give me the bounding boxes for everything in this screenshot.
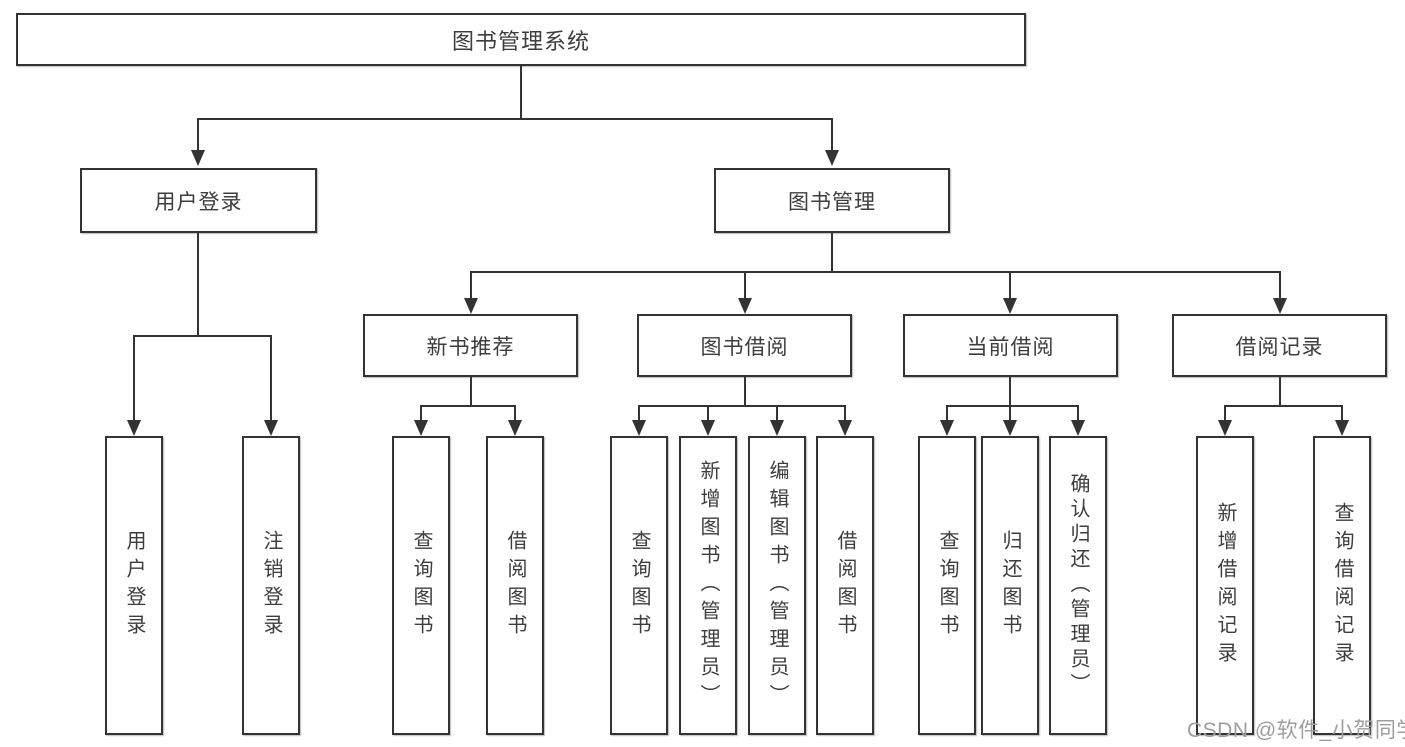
leaf-cb-return-books-label: 归还图书 [999, 529, 1021, 642]
leaf-bb-edit-books-label: 编辑图书（管理员） [766, 459, 788, 712]
leaf-bb-add-books: 新增图书（管理员） [679, 436, 737, 735]
arrowhead-cb-confirm [1071, 420, 1085, 436]
connector-drop-leaf-logout [270, 335, 272, 421]
connector-br-stub [1279, 377, 1281, 407]
arrowhead-current-borrow [1003, 298, 1017, 314]
connector-drop-br-add [1224, 405, 1226, 421]
node-user-login: 用户登录 [80, 168, 317, 233]
connector-drop-cb-confirm [1077, 405, 1079, 421]
leaf-rec-query-books: 查询图书 [392, 436, 450, 735]
connector-drop-borrow-records [1279, 271, 1281, 299]
node-current-borrow-label: 当前借阅 [966, 335, 1055, 359]
connector-rec-stub [470, 377, 472, 407]
connector-cb-bar [946, 405, 1079, 407]
arrowhead-bb-add [701, 420, 715, 436]
leaf-bb-add-books-label: 新增图书（管理员） [697, 459, 719, 712]
arrowhead-rec-borrow [508, 420, 522, 436]
connector-drop-bb-edit [776, 405, 778, 421]
connector-drop-current-borrow [1009, 271, 1011, 299]
leaf-logout: 注销登录 [242, 436, 300, 735]
node-user-login-label: 用户登录 [154, 190, 243, 214]
leaf-bb-borrow-books: 借阅图书 [816, 436, 874, 735]
connector-br-bar [1224, 405, 1343, 407]
node-book-borrow: 图书借阅 [637, 314, 852, 377]
node-root-label: 图书管理系统 [451, 28, 590, 54]
connector-drop-rec-borrow [514, 405, 516, 421]
connector-drop-br-query [1341, 405, 1343, 421]
leaf-cb-confirm-return-label: 确认归还（管理员） [1067, 473, 1089, 698]
leaf-cb-return-books: 归还图书 [981, 436, 1039, 735]
node-root: 图书管理系统 [16, 13, 1026, 66]
arrowhead-leaf-user-login [127, 420, 141, 436]
connector-drop-book-mgmt [831, 118, 833, 151]
connector-drop-book-borrow [744, 271, 746, 299]
node-book-mgmt-label: 图书管理 [788, 190, 876, 214]
node-borrow-records: 借阅记录 [1172, 314, 1387, 377]
leaf-cb-query-books-label: 查询图书 [936, 529, 958, 642]
leaf-user-login-label: 用户登录 [123, 529, 145, 642]
arrowhead-bb-query [632, 420, 646, 436]
csdn-watermark: CSDN @软件_小贺同学 [1187, 719, 1405, 742]
leaf-user-login: 用户登录 [105, 436, 163, 735]
leaf-rec-borrow-books: 借阅图书 [486, 436, 544, 735]
connector-drop-bb-add [707, 405, 709, 421]
arrowhead-user-login [191, 150, 205, 166]
arrowhead-book-borrow [738, 298, 752, 314]
arrowhead-cb-query [940, 420, 954, 436]
connector-drop-rec-query [420, 405, 422, 421]
arrowhead-leaf-logout [264, 420, 278, 436]
connector-user-stub [197, 233, 199, 336]
connector-drop-user-login [197, 118, 199, 151]
connector-bb-bar [638, 405, 846, 407]
leaf-bb-edit-books: 编辑图书（管理员） [748, 436, 806, 735]
leaf-br-add-record-label: 新增借阅记录 [1214, 501, 1236, 670]
leaf-bb-query-books: 查询图书 [610, 436, 668, 735]
leaf-bb-query-books-label: 查询图书 [628, 529, 650, 642]
connector-mgmt-stub [831, 233, 833, 273]
leaf-bb-borrow-books-label: 借阅图书 [834, 529, 856, 642]
node-new-book-rec: 新书推荐 [363, 314, 578, 377]
leaf-cb-query-books: 查询图书 [918, 436, 976, 735]
connector-drop-bb-query [638, 405, 640, 421]
connector-level1-bar [197, 118, 833, 120]
leaf-br-query-record: 查询借阅记录 [1313, 436, 1371, 735]
node-book-mgmt: 图书管理 [714, 168, 950, 233]
connector-user-bar [133, 335, 272, 337]
arrowhead-br-add [1218, 420, 1232, 436]
node-new-book-rec-label: 新书推荐 [426, 335, 515, 359]
connector-rec-bar [420, 405, 516, 407]
node-current-borrow: 当前借阅 [903, 314, 1118, 377]
leaf-br-add-record: 新增借阅记录 [1196, 436, 1254, 735]
connector-root-stub [520, 66, 522, 119]
connector-drop-leaf-user-login [133, 335, 135, 421]
connector-cb-stub [1009, 377, 1011, 407]
connector-bb-stub [744, 377, 746, 407]
node-book-borrow-label: 图书借阅 [700, 335, 789, 359]
leaf-logout-label: 注销登录 [260, 529, 282, 642]
arrowhead-new-book-rec [464, 298, 478, 314]
arrowhead-borrow-records [1273, 298, 1287, 314]
arrowhead-bb-borrow [838, 420, 852, 436]
node-borrow-records-label: 借阅记录 [1235, 335, 1324, 359]
arrowhead-rec-query [414, 420, 428, 436]
arrowhead-book-mgmt [825, 150, 839, 166]
leaf-rec-query-books-label: 查询图书 [410, 529, 432, 642]
connector-drop-cb-return [1009, 405, 1011, 421]
leaf-br-query-record-label: 查询借阅记录 [1331, 501, 1353, 670]
connector-drop-bb-borrow [844, 405, 846, 421]
leaf-rec-borrow-books-label: 借阅图书 [504, 529, 526, 642]
arrowhead-bb-edit [770, 420, 784, 436]
arrowhead-br-query [1335, 420, 1349, 436]
connector-drop-new-book-rec [470, 271, 472, 299]
leaf-cb-confirm-return: 确认归还（管理员） [1049, 436, 1107, 735]
connector-drop-cb-query [946, 405, 948, 421]
connector-level2-bar [470, 271, 1280, 273]
arrowhead-cb-return [1003, 420, 1017, 436]
